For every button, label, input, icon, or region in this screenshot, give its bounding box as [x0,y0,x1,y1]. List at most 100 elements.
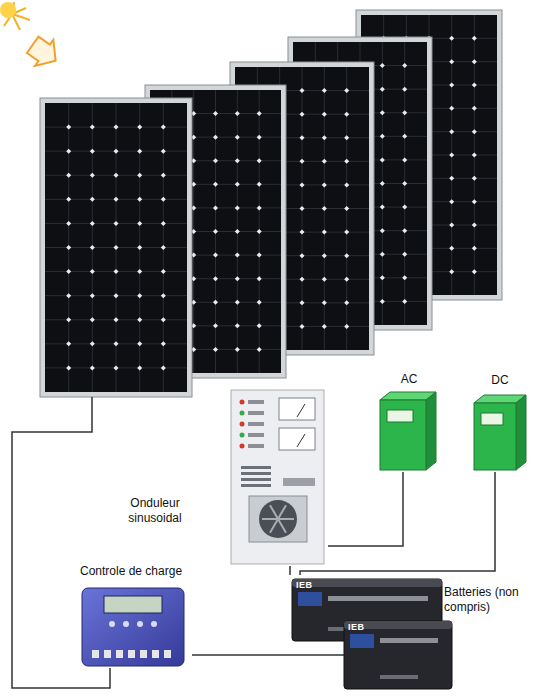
box-window [481,413,503,425]
terminal [104,650,111,658]
cell-corner [322,135,327,140]
cell-corner [344,88,349,93]
cell-corner [380,228,385,233]
cell-corner [114,317,119,322]
cell-corner [300,253,305,258]
cell-corner [300,135,305,140]
cell-corner [380,110,385,115]
cell-corner [90,293,95,298]
cell-corner [235,182,240,187]
cell-corner [449,153,454,158]
cell-corner [300,206,305,211]
cell-corner [322,206,327,211]
cell-corner [472,269,477,274]
cell-corner [449,106,454,111]
cell-corner [213,111,218,116]
cell-corner [472,153,477,158]
vent-slot [241,472,271,475]
fan-housing [249,496,307,542]
load-box [380,392,436,470]
node-shape [114,388,328,566]
controller-button [109,621,115,627]
cell-corner [449,246,454,251]
brand-label: IEB [348,622,365,632]
cell-corner [322,159,327,164]
sun-icon [0,2,30,30]
inverter-cabinet [231,390,324,564]
panel-cells [45,103,187,392]
cell-corner [322,230,327,235]
cell-corner [161,341,166,346]
cell-corner [114,197,119,202]
battery-logo [350,634,374,648]
indicator-tag [248,400,264,404]
cell-corner [402,299,407,304]
fan-blade [278,518,294,520]
indicator-led [240,400,245,405]
node-shape [470,373,530,472]
cell-corner [90,269,95,274]
inverter-node: Onduleur sinusoidal [114,388,328,566]
cell-corner [449,36,454,41]
terminal [116,650,123,658]
cell-corner [90,365,95,370]
wire-connector [300,472,495,575]
cell-corner [137,221,142,226]
cell-corner [300,277,305,282]
box-side [516,395,526,470]
cell-corner [344,112,349,117]
brand-label: IEB [296,580,313,590]
cell-corner [322,324,327,329]
node-label: Batteries (non compris) [444,585,528,615]
cell-corner [235,323,240,328]
cell-corner [472,223,477,228]
cell-corner [235,135,240,140]
cell-corner [322,88,327,93]
cell-corner [344,230,349,235]
cell-corner [257,182,262,187]
cell-corner [161,125,166,130]
cell-corner [257,347,262,352]
fan-blade [278,519,286,533]
cell-corner [300,324,305,329]
indicator-led [240,433,245,438]
cell-corner [380,157,385,162]
cell-corner [213,205,218,210]
cell-corner [472,176,477,181]
cell-corner [213,158,218,163]
sun-disc [0,2,16,18]
wire-connector [289,566,291,575]
battery-lid [292,579,442,587]
terminal [128,650,135,658]
cell-corner [380,275,385,280]
indicator-led [240,422,245,427]
cell-corner [235,205,240,210]
cell-corner [90,221,95,226]
cell-corner [472,106,477,111]
cell-corner [449,129,454,134]
cell-corner [402,157,407,162]
node-label: Controle de charge [80,564,182,579]
cell-corner [402,63,407,68]
cell-corner [213,253,218,258]
cell-corner [90,317,95,322]
cell-corner [472,199,477,204]
cell-corner [380,252,385,257]
cell-corner [66,365,71,370]
name-plate [283,478,315,486]
cell-corner [66,125,71,130]
cell-corner [90,173,95,178]
cell-corner [137,149,142,154]
cell-corner [114,173,119,178]
cell-corner [235,300,240,305]
battery-pair [292,579,452,689]
cell-corner [449,269,454,274]
cell-corner [235,158,240,163]
cell-corner [137,341,142,346]
cell-corner [235,276,240,281]
cell-corner [66,197,71,202]
wire-connector [192,654,286,656]
cell-corner [380,63,385,68]
cabinet-body [231,390,324,564]
cell-corner [449,176,454,181]
